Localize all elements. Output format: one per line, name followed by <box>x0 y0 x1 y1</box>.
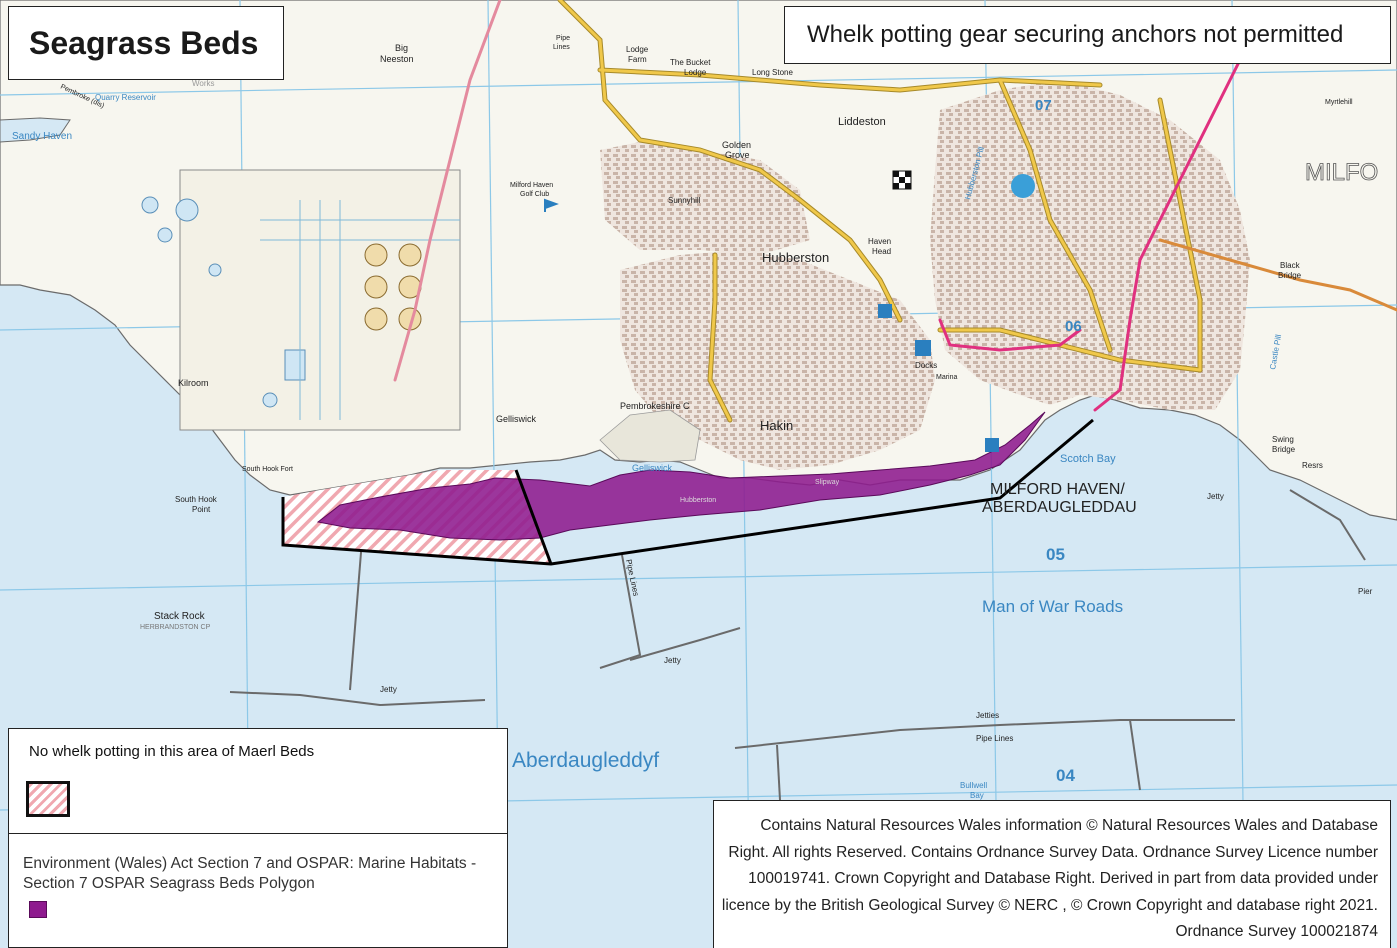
label-pipe-lines-top-2: Lines <box>553 44 570 51</box>
label-grid-05: 05 <box>1046 545 1065 564</box>
label-pembrokeshire-coast: Pembrokeshire C <box>620 401 690 411</box>
label-scotch-bay: Scotch Bay <box>1060 453 1116 465</box>
gelliswick-beach <box>599 409 701 463</box>
legend-maerl-panel: No whelk potting in this area of Maerl B… <box>8 728 508 834</box>
label-jetty-east: Jetty <box>1207 492 1224 501</box>
attribution-panel: Contains Natural Resources Wales informa… <box>713 800 1391 948</box>
roads <box>393 0 1397 423</box>
label-hubberston-pt: Hubberston <box>680 497 716 504</box>
label-hubberston: Hubberston <box>762 250 829 265</box>
label-sunnyhill: Sunnyhill <box>668 196 701 205</box>
label-grid-07: 07 <box>1035 97 1052 114</box>
attribution-text: Contains Natural Resources Wales informa… <box>721 817 1378 940</box>
label-jetty-mid: Jetty <box>664 656 681 665</box>
label-golf-club-2: Golf Club <box>520 191 549 198</box>
label-bucket-lodge-2: Lodge <box>684 68 707 77</box>
label-south-hook-point-2: Point <box>192 505 211 514</box>
legend-seagrass-panel: Environment (Wales) Act Section 7 and OS… <box>8 834 508 948</box>
label-liddeston: Liddeston <box>838 116 886 128</box>
sandy-haven-inlet <box>0 117 71 143</box>
label-grid-06: 06 <box>1065 318 1082 335</box>
label-pipe-lines-n: Pipe Lines <box>976 734 1013 743</box>
label-black-bridge-2: Bridge <box>1278 271 1302 280</box>
label-swing-bridge-1: Swing <box>1272 435 1294 444</box>
map-title-panel: Seagrass Beds <box>8 6 284 80</box>
label-myrtlehill: Myrtlehill <box>1325 99 1353 106</box>
refinery-site <box>141 169 461 431</box>
legend-seagrass-label: Environment (Wales) Act Section 7 and OS… <box>23 855 477 892</box>
label-big-neeston-1: Big <box>395 43 408 53</box>
legend-maerl-label: No whelk potting in this area of Maerl B… <box>29 743 315 760</box>
label-docks: Docks <box>915 361 937 370</box>
label-pier: Pier <box>1358 587 1373 596</box>
parking-icon <box>878 304 892 318</box>
label-milford-haven-1: MILFORD HAVEN/ <box>990 481 1125 498</box>
label-havens-head-1: Haven <box>868 237 891 246</box>
label-milford-haven-2: ABERDAUGLEDDAU <box>982 499 1137 516</box>
map-symbols <box>544 170 1035 452</box>
label-black-bridge-1: Black <box>1280 261 1301 270</box>
label-grid-04: 04 <box>1056 766 1075 785</box>
label-south-hook-fort: South Hook Fort <box>242 466 293 473</box>
label-slipway: Slipway <box>815 479 840 486</box>
label-havens-head-2: Head <box>872 247 891 256</box>
golf-flag-icon <box>544 198 559 212</box>
label-lodge-farm-2: Farm <box>628 55 647 64</box>
label-pipe-lines-top-1: Pipe <box>556 35 570 42</box>
label-aberdaugleddyf: Aberdaugleddyf <box>512 749 659 772</box>
label-stack-rock: Stack Rock <box>154 611 206 622</box>
label-jetty-west: Jetty <box>380 685 397 694</box>
label-golden-grove-1: Golden <box>722 140 751 150</box>
label-long-stone: Long Stone <box>752 68 793 77</box>
restriction-note: Whelk potting gear securing anchors not … <box>807 21 1344 48</box>
label-marina: Marina <box>936 374 958 381</box>
label-sandy-haven: Sandy Haven <box>12 131 72 142</box>
label-works: Works <box>192 79 215 88</box>
leisure-centre-icon <box>1011 174 1035 198</box>
label-quarry-reservoir: Quarry Reservoir <box>95 93 156 102</box>
label-big-neeston-2: Neeston <box>380 54 414 64</box>
label-gelliswick-bay: Gelliswick <box>632 463 673 473</box>
marina-icon <box>985 438 999 452</box>
label-south-hook-point-1: South Hook <box>175 495 218 504</box>
label-hakin: Hakin <box>760 418 793 433</box>
seagrass-beds-polygon[interactable] <box>316 411 1046 541</box>
label-golden-grove-2: Grove <box>725 150 750 160</box>
maerl-hatch-swatch <box>26 781 70 817</box>
label-herbrandston: HERBRANDSTON CP <box>140 624 211 631</box>
label-resrs: Resrs <box>1302 461 1323 470</box>
label-lodge-farm-1: Lodge <box>626 45 649 54</box>
maerl-boundary-divider <box>514 469 553 565</box>
map-title: Seagrass Beds <box>29 25 259 61</box>
label-gelliswick: Gelliswick <box>496 414 537 424</box>
label-swing-bridge-2: Bridge <box>1272 445 1296 454</box>
jetties <box>229 489 1366 801</box>
label-milford: MILFO <box>1305 159 1378 186</box>
label-bullwell-bay-2: Bay <box>970 791 984 800</box>
label-bullwell-bay-1: Bullwell <box>960 781 987 790</box>
restriction-note-panel: Whelk potting gear securing anchors not … <box>784 6 1391 64</box>
seagrass-swatch <box>29 901 47 918</box>
label-man-of-war-roads: Man of War Roads <box>982 597 1123 616</box>
label-jetties: Jetties <box>976 711 999 720</box>
label-bucket-lodge-1: The Bucket <box>670 58 711 67</box>
harbour-icon <box>915 340 931 356</box>
urban-area-hakin <box>620 250 935 470</box>
label-kilroom: Kilroom <box>178 378 209 388</box>
label-golf-club-1: Milford Haven <box>510 182 553 189</box>
